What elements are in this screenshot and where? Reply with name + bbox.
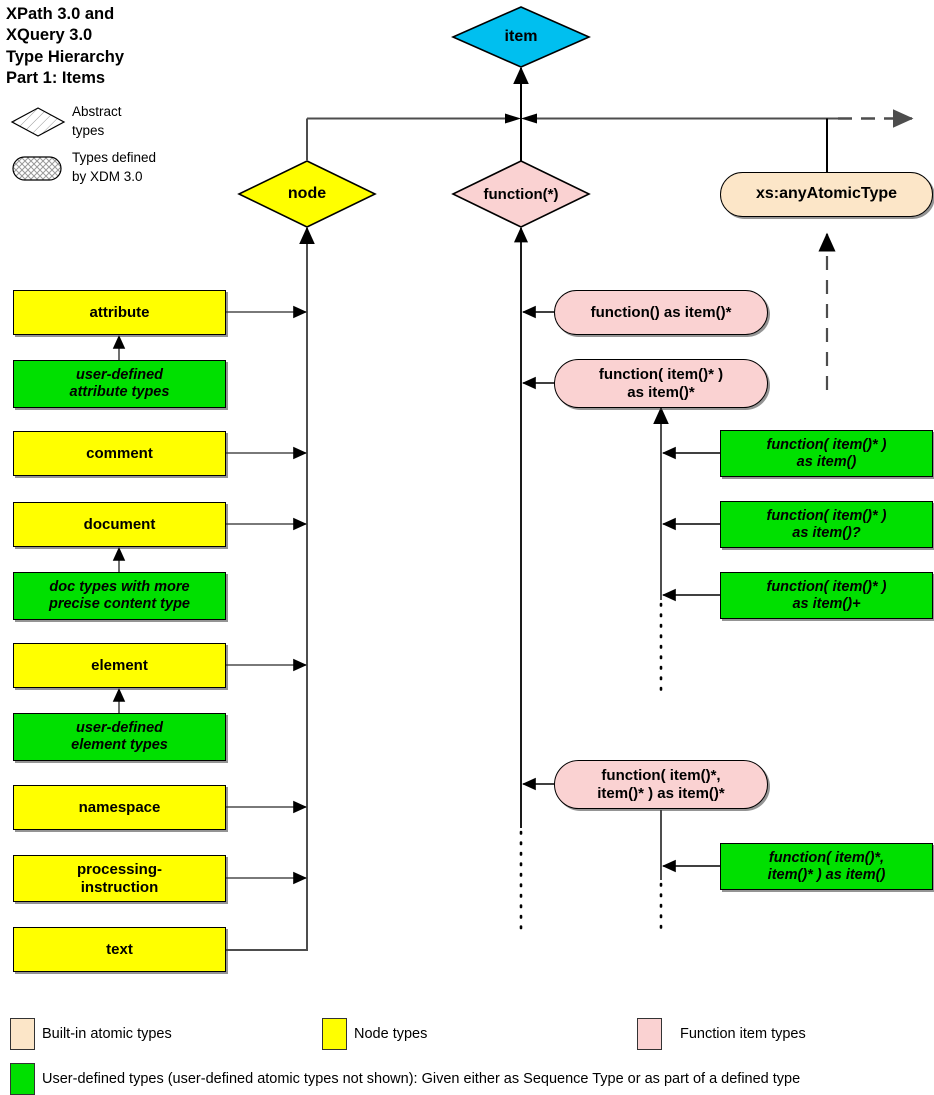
function-any-diamond[interactable]: function(*) — [451, 160, 591, 228]
shape-key-row-abstract: Abstract types — [10, 104, 230, 150]
node-type-pi-line1: processing- — [76, 861, 163, 879]
user-defined-doc-types-line1: doc types with more — [49, 579, 190, 596]
node-type-element[interactable]: element — [13, 643, 226, 688]
user-defined-function-type-2-line1: function( item()* ) — [766, 578, 887, 595]
shape-key-xdm-line1: Types defined — [72, 150, 157, 165]
user-defined-element-types-line1: user-defined — [75, 720, 163, 737]
shape-key-abstract-line2: types — [72, 123, 105, 139]
user-defined-function-type-2-line2: as item()+ — [792, 595, 861, 612]
legend-label-user-defined: User-defined types (user-defined atomic … — [42, 1071, 801, 1087]
title-line-1: XPath 3.0 and — [6, 5, 115, 23]
node-type-comment-label: comment — [86, 444, 153, 462]
legend-label-builtin-atomic: Built-in atomic types — [42, 1026, 172, 1042]
user-defined-attribute-types-line2: attribute types — [69, 384, 170, 400]
shape-key-row-xdm: Types defined by XDM 3.0 — [10, 150, 230, 196]
node-type-namespace[interactable]: namespace — [13, 785, 226, 830]
node-type-text[interactable]: text — [13, 927, 226, 972]
stadium-crosshatched-icon — [10, 152, 66, 189]
title-line-4: Part 1: Items — [6, 69, 106, 88]
user-defined-attribute-types[interactable]: user-defined attribute types — [13, 360, 226, 408]
item-diamond[interactable]: item — [451, 6, 591, 68]
user-defined-function-type-3[interactable]: function( item()*, item()* ) as item() — [720, 843, 933, 890]
user-defined-element-types[interactable]: user-defined element types — [13, 713, 226, 761]
node-type-pi-line2: instruction — [80, 878, 159, 896]
function-item-type-1-line1: function( item()* ) — [598, 366, 724, 384]
user-defined-function-type-2[interactable]: function( item()* ) as item()+ — [720, 572, 933, 619]
function-item-type-1-line2: as item()* — [627, 383, 695, 401]
legend-swatch-node-types — [322, 1018, 347, 1050]
user-defined-function-type-0-line2: as item() — [796, 453, 857, 470]
user-defined-function-type-1[interactable]: function( item()* ) as item()? — [720, 501, 933, 548]
function-item-type-0-label: function() as item()* — [590, 303, 732, 321]
user-defined-function-type-0[interactable]: function( item()* ) as item() — [720, 430, 933, 477]
shape-key-label-xdm: Types defined by XDM 3.0 — [72, 148, 156, 186]
diamond-hatched-icon — [10, 106, 66, 143]
shape-key: Abstract types Types defined by XDM 3.0 — [10, 104, 230, 196]
node-diamond[interactable]: node — [237, 160, 377, 228]
node-type-element-label: element — [91, 656, 148, 674]
user-defined-doc-types[interactable]: doc types with more precise content type — [13, 572, 226, 620]
node-type-attribute[interactable]: attribute — [13, 290, 226, 335]
user-defined-function-type-1-line2: as item()? — [792, 524, 861, 541]
user-defined-doc-types-line2: precise content type — [48, 596, 190, 612]
user-defined-function-type-1-line1: function( item()* ) — [766, 507, 887, 524]
user-defined-function-type-3-line1: function( item()*, — [768, 849, 885, 866]
function-item-type-2[interactable]: function( item()*, item()* ) as item()* — [554, 760, 768, 809]
user-defined-element-types-line2: element types — [71, 737, 168, 753]
legend-swatch-user-defined — [10, 1063, 35, 1095]
shape-key-label-abstract: Abstract types — [72, 102, 122, 140]
node-type-attribute-label: attribute — [89, 303, 150, 321]
page-title: XPath 3.0 and XQuery 3.0 Type Hierarchy … — [6, 4, 226, 90]
user-defined-function-type-0-line1: function( item()* ) — [766, 436, 887, 453]
title-line-3: Type Hierarchy — [6, 47, 124, 66]
node-type-document[interactable]: document — [13, 502, 226, 547]
shape-key-xdm-line2: by XDM 3.0 — [72, 169, 143, 185]
legend-swatch-builtin-atomic — [10, 1018, 35, 1050]
legend-label-node-types: Node types — [354, 1026, 428, 1042]
shape-key-abstract-line1: Abstract — [72, 104, 122, 119]
function-item-type-2-line2: item()* ) as item()* — [597, 784, 725, 802]
function-item-type-1[interactable]: function( item()* ) as item()* — [554, 359, 768, 408]
xs-anyatomictype-label: xs:anyAtomicType — [755, 185, 898, 203]
xs-anyatomictype-box[interactable]: xs:anyAtomicType — [720, 172, 933, 217]
node-type-namespace-label: namespace — [78, 798, 161, 816]
legend-label-function-item-types: Function item types — [680, 1026, 806, 1042]
user-defined-attribute-types-line1: user-defined — [75, 367, 163, 384]
node-type-processing-instruction[interactable]: processing- instruction — [13, 855, 226, 902]
user-defined-function-type-3-line2: item()* ) as item() — [767, 866, 886, 883]
node-type-text-label: text — [106, 940, 133, 958]
legend-swatch-function-item-types — [637, 1018, 662, 1050]
node-type-comment[interactable]: comment — [13, 431, 226, 476]
function-item-type-0[interactable]: function() as item()* — [554, 290, 768, 335]
node-type-document-label: document — [83, 515, 156, 533]
title-line-2: XQuery 3.0 — [6, 26, 93, 45]
function-item-type-2-line1: function( item()*, — [601, 767, 721, 785]
